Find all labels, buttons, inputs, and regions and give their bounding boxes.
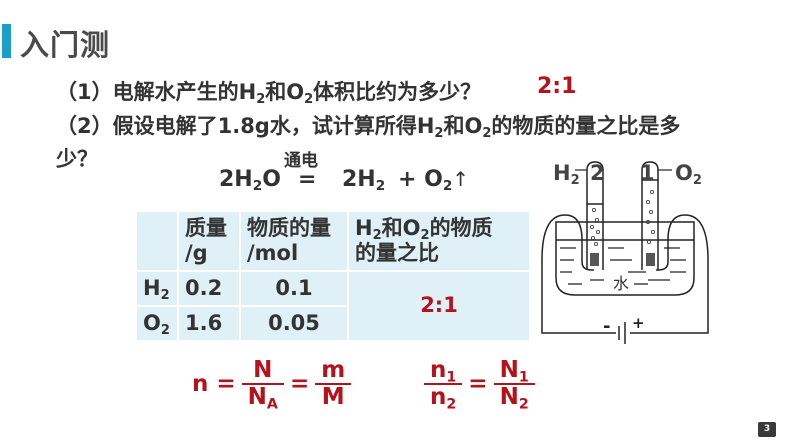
left-electrode: [590, 253, 599, 266]
battery-plus: +: [632, 314, 645, 332]
question-2: （2）假设电解了1.8g水，试计算所得H2和O2的物质的量之比是多: [56, 114, 681, 141]
formula-ratio: n1 n2 = N1 N2: [424, 357, 535, 412]
header-ratio: H2和O2的物质 的量之比: [347, 210, 531, 272]
electrolysis-diagram: [541, 161, 709, 344]
cell-ratio: 2:1: [347, 270, 531, 342]
reaction-condition: 通电: [284, 151, 318, 171]
question-1-answer: 2:1: [537, 74, 577, 99]
equation-product-h2: 2H2: [342, 167, 386, 195]
water-label: 水: [613, 274, 630, 293]
table-header-row: 质量/g 物质的量/mol H2和O2的物质 的量之比: [135, 210, 531, 272]
left-tube: [586, 161, 604, 270]
cell-mass: 0.2: [177, 270, 241, 307]
equation-equals: =: [298, 167, 317, 192]
chemical-equation: 2H2O: [219, 167, 281, 195]
question-2-line-2: 少？: [56, 147, 98, 171]
table-row: O2 1.6 0.05: [135, 305, 530, 342]
slide-title: 入门测: [20, 28, 111, 62]
mole-ratio-table: 质量/g 物质的量/mol H2和O2的物质 的量之比 H2 0.2 0.1 2…: [135, 210, 531, 342]
circuit-wire-left: [541, 260, 616, 334]
title-accent-bar: [2, 24, 11, 58]
table-row: H2 0.2 0.1 2:1: [135, 270, 531, 342]
header-moles: 物质的量/mol: [239, 210, 349, 272]
gas-arrow-icon: ↑: [452, 167, 470, 191]
battery-minus: -: [603, 316, 611, 337]
page-number: 3: [758, 422, 776, 437]
equation-product-o2: + O2↑: [398, 167, 470, 195]
fraction-N1-over-N2: N1 N2: [493, 357, 535, 412]
circuit-wire-right: [630, 260, 709, 334]
row-label-h2: H2: [135, 270, 179, 307]
h2-tube-label: H2: [553, 161, 580, 188]
question-1: （1）电解水产生的H2和O2体积比约为多少？: [56, 80, 482, 107]
fraction-n-over-na: N NA: [241, 357, 284, 412]
fraction-n1-over-n2: n1 n2: [424, 357, 463, 412]
cell-moles: 0.1: [239, 270, 349, 307]
right-tube-volume-mark: 1: [640, 161, 655, 185]
cell-mass: 1.6: [177, 305, 241, 342]
header-mass: 质量/g: [177, 210, 241, 272]
left-tube-volume-mark: 2: [590, 161, 605, 185]
cell-moles: 0.05: [239, 305, 349, 342]
right-electrode: [646, 253, 655, 266]
header-blank: [135, 210, 179, 272]
o2-tube-label: O2: [675, 161, 702, 188]
right-tube: [641, 161, 659, 270]
formula-moles: n = N NA = m M: [192, 357, 352, 412]
row-label-o2: O2: [135, 305, 179, 342]
fraction-m-over-m: m M: [315, 357, 352, 411]
